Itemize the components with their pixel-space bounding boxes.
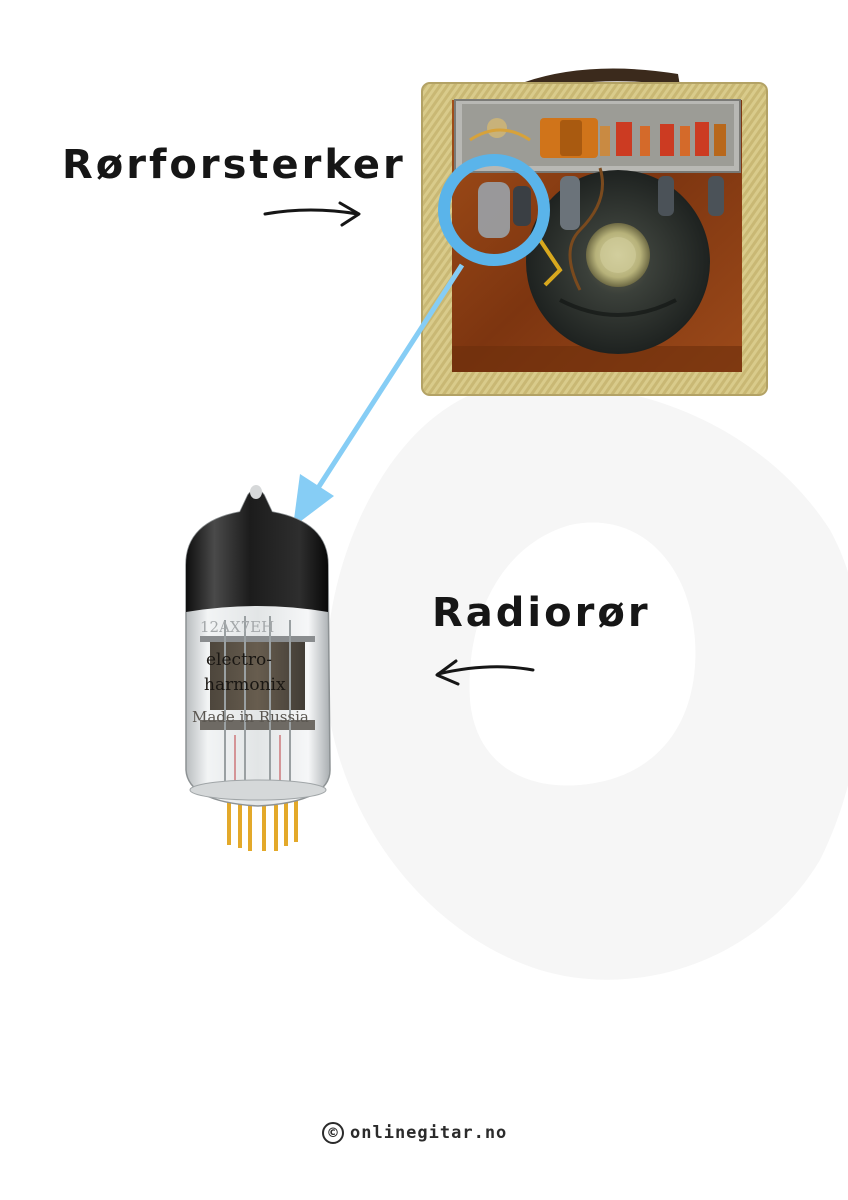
amp-handle — [525, 68, 680, 92]
tube-print-origin: Made in Russia — [192, 708, 309, 726]
tube-label: Radiorør — [432, 590, 651, 636]
tube-label-arrow — [435, 659, 535, 686]
amplifier-label-arrow — [263, 201, 361, 227]
tube-getter — [186, 489, 328, 612]
tube-highlight-circle — [438, 154, 550, 266]
tube-print-model: 12AX7EH — [200, 618, 274, 636]
tube-pins — [227, 795, 298, 851]
background-ring — [326, 385, 848, 980]
copyright-icon: © — [322, 1122, 344, 1144]
pointer-arrowhead — [293, 474, 334, 527]
tube-print-brand-2: harmonix — [204, 675, 286, 695]
footer-site-name: onlinegitar.no — [350, 1123, 508, 1143]
pointer-arrow-line — [315, 263, 465, 490]
footer-credit: © onlinegitar.no — [322, 1122, 507, 1144]
tube-print-brand-1: electro- — [206, 650, 272, 670]
amplifier-label: Rørforsterker — [62, 142, 406, 188]
